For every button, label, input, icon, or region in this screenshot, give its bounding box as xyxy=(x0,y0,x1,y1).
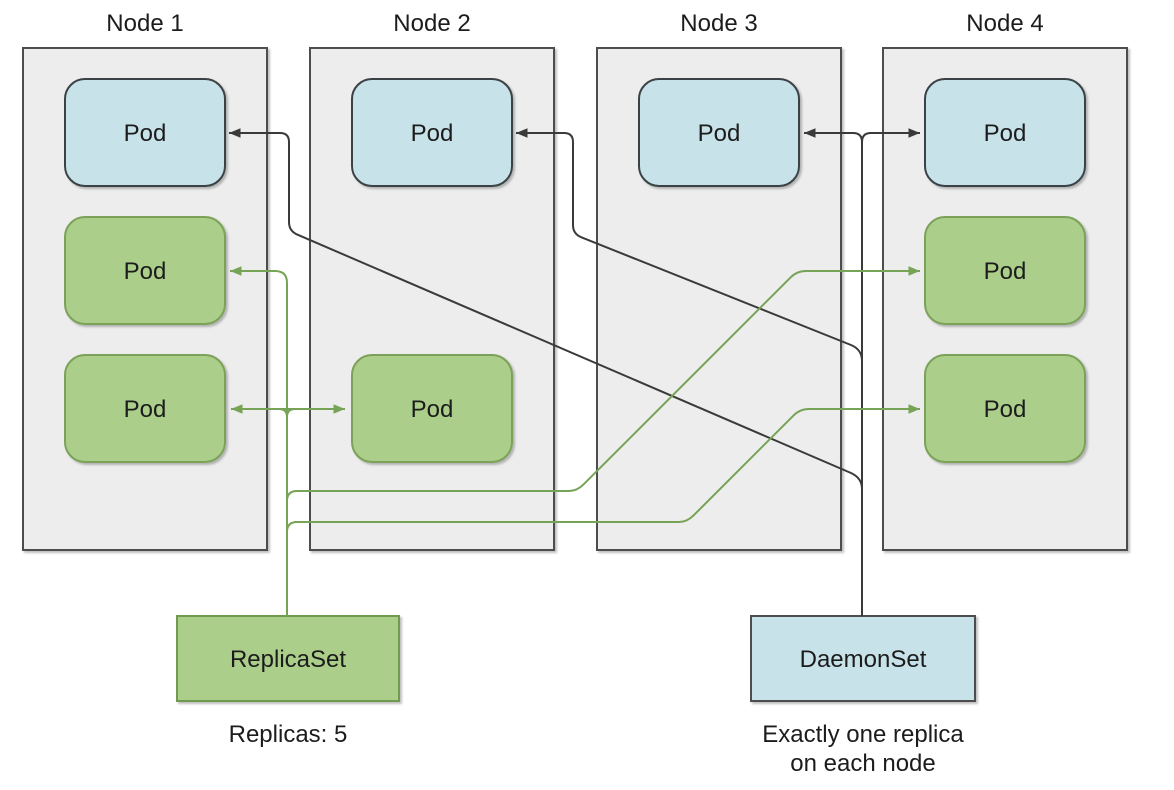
daemonset-caption-line2: on each node xyxy=(790,750,935,777)
node-2-daemonset-pod xyxy=(351,78,513,187)
pod-label: Pod xyxy=(984,396,1027,423)
pod-label: Pod xyxy=(698,120,741,147)
pod-label: Pod xyxy=(124,258,167,285)
pod-label: Pod xyxy=(411,396,454,423)
node-1-daemonset-pod xyxy=(64,78,226,187)
node-4-title: Node 4 xyxy=(966,10,1043,37)
replicaset-trunk-and-arrow-node1-pod-a xyxy=(230,266,288,616)
replicaset-junction-fillets xyxy=(278,408,296,418)
replicaset-arrow-node4-pod-b xyxy=(286,404,920,533)
daemonset-caption-line1: Exactly one replica xyxy=(762,721,964,748)
replicaset-connectors xyxy=(230,266,920,616)
node-1-replicaset-pod-b xyxy=(64,354,226,463)
pod-label: Pod xyxy=(124,396,167,423)
node-2-replicaset-pod xyxy=(351,354,513,463)
node-1-replicaset-pod-a xyxy=(64,216,226,325)
node-3-title: Node 3 xyxy=(680,10,757,37)
replicaset-arrow-node4-pod-a xyxy=(286,266,920,502)
pod-label: Pod xyxy=(984,258,1027,285)
replicaset-caption: Replicas: 5 xyxy=(229,721,348,748)
node-4-replicaset-pod-a xyxy=(924,216,1086,325)
replicaset-box xyxy=(176,615,400,702)
pod-label: Pod xyxy=(411,120,454,147)
pod-label: Pod xyxy=(124,120,167,147)
daemonset-arrow-node1-pod xyxy=(229,128,863,540)
node-2-title: Node 2 xyxy=(393,10,470,37)
node-1-title: Node 1 xyxy=(106,10,183,37)
node-3-daemonset-pod xyxy=(638,78,800,187)
daemonset-label: DaemonSet xyxy=(800,646,927,673)
daemonset-box xyxy=(750,615,976,702)
daemonset-connectors xyxy=(229,128,920,616)
daemonset-arrow-node4-pod xyxy=(861,128,920,143)
daemonset-arrow-node2-pod xyxy=(516,128,863,400)
node-4-daemonset-pod xyxy=(924,78,1086,187)
replicaset-label: ReplicaSet xyxy=(230,646,346,673)
node-4-replicaset-pod-b xyxy=(924,354,1086,463)
pod-label: Pod xyxy=(984,120,1027,147)
